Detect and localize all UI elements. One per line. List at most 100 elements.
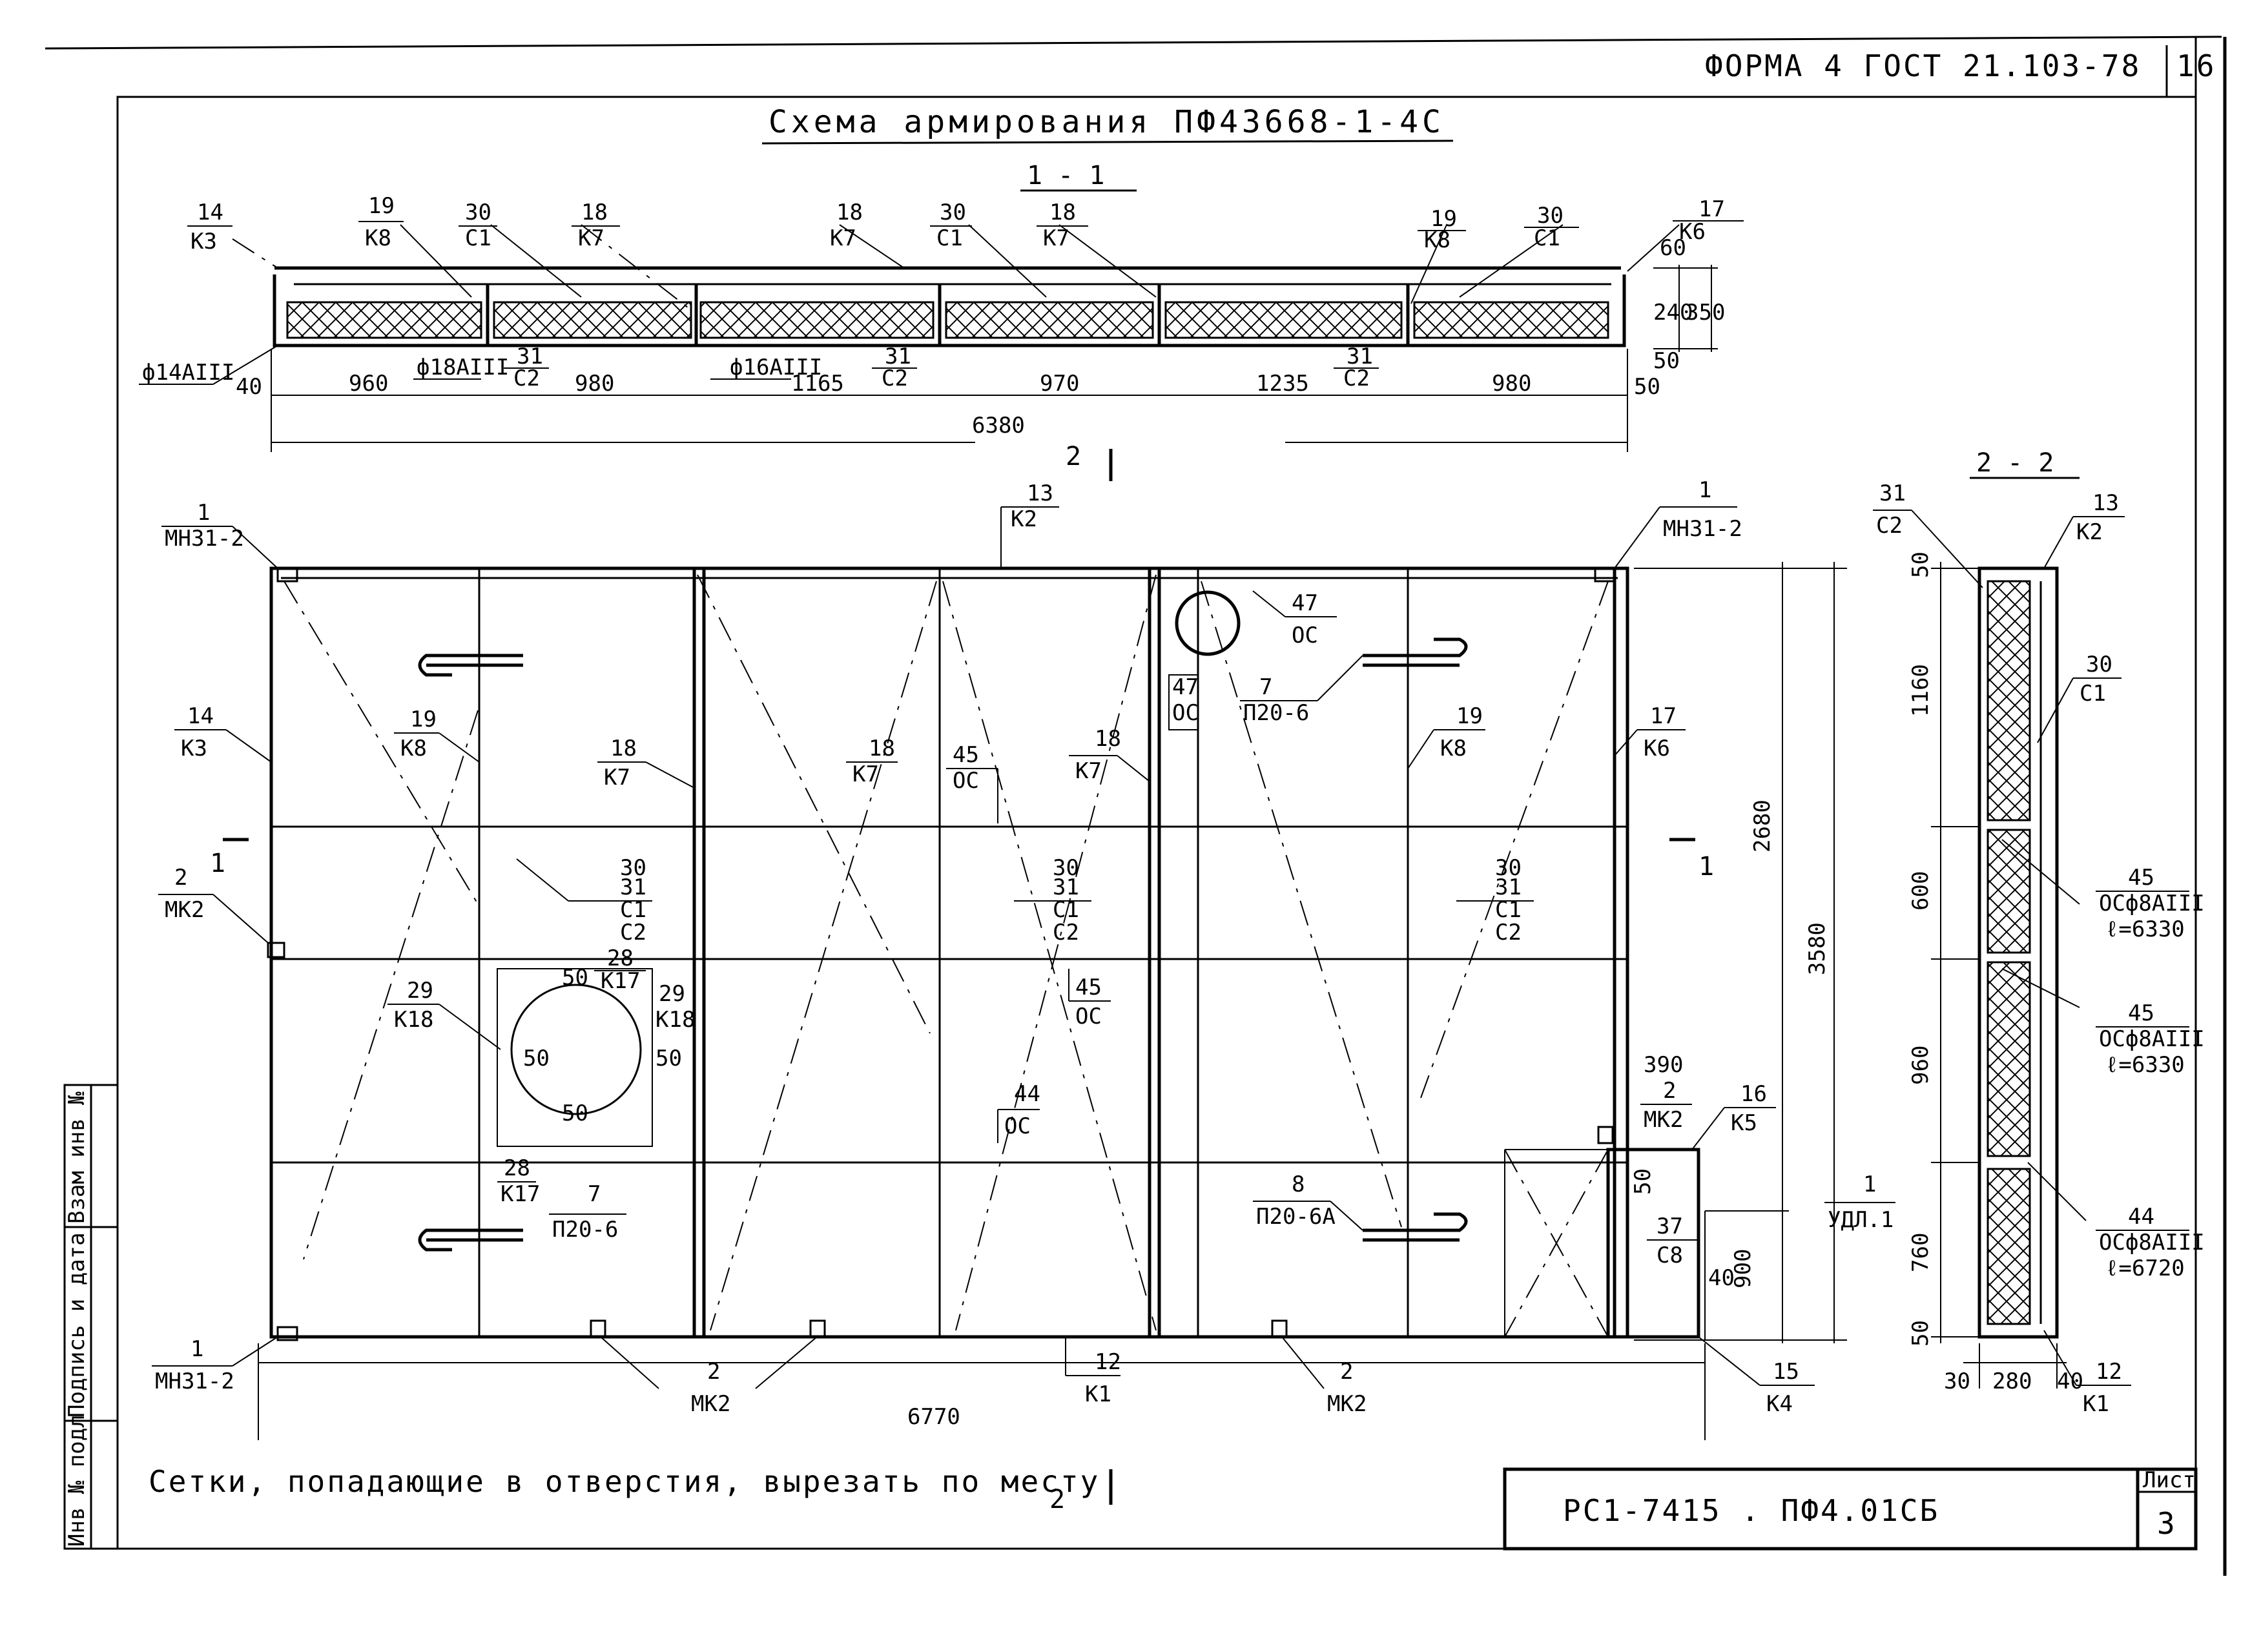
svg-text:19: 19	[1456, 703, 1483, 729]
svg-text:ОС: ОС	[953, 768, 979, 794]
svg-text:50: 50	[562, 1100, 588, 1126]
plan-cut-marks: 2 2 1 1	[210, 442, 1714, 1514]
svg-text:44: 44	[1014, 1081, 1040, 1107]
svg-text:ОС: ОС	[1292, 623, 1318, 648]
svg-text:28: 28	[504, 1155, 530, 1181]
svg-text:1165: 1165	[791, 371, 844, 397]
svg-text:К2: К2	[1011, 506, 1037, 532]
svg-text:К7: К7	[604, 765, 630, 790]
svg-text:С2: С2	[882, 366, 908, 391]
svg-text:К7: К7	[578, 225, 604, 251]
svg-text:К7: К7	[852, 761, 879, 787]
svg-text:50: 50	[1653, 348, 1680, 374]
svg-text:С2: С2	[1343, 366, 1370, 391]
svg-text:350: 350	[1686, 300, 1725, 325]
svg-text:МН31-2: МН31-2	[1663, 516, 1742, 542]
svg-text:18: 18	[1095, 726, 1121, 752]
svg-text:30: 30	[1537, 203, 1564, 229]
svg-text:К17: К17	[601, 968, 640, 994]
svg-text:Взам инв №: Взам инв №	[64, 1091, 90, 1224]
svg-text:ОСф8АIII: ОСф8АIII	[2099, 891, 2205, 916]
svg-text:31: 31	[517, 344, 543, 369]
svg-text:47: 47	[1172, 674, 1199, 700]
svg-text:30: 30	[940, 200, 966, 225]
svg-text:К3: К3	[191, 229, 217, 254]
svg-text:18: 18	[1049, 200, 1076, 225]
svg-text:К8: К8	[400, 736, 427, 761]
section-2-callouts: 31 С2 13 К2 30 С1 12 К1	[1873, 480, 2131, 1417]
svg-text:ОС: ОС	[1172, 700, 1199, 726]
svg-text:П20-6А: П20-6А	[1256, 1204, 1336, 1230]
svg-text:1235: 1235	[1256, 371, 1309, 397]
svg-text:1160: 1160	[1908, 664, 1934, 717]
svg-text:С2: С2	[1053, 920, 1079, 945]
svg-text:МН31-2: МН31-2	[165, 526, 244, 552]
svg-text:С2: С2	[513, 366, 540, 391]
svg-text:МК2: МК2	[1644, 1107, 1683, 1133]
svg-text:45: 45	[953, 742, 979, 768]
svg-text:18: 18	[836, 200, 863, 225]
svg-text:900: 900	[1730, 1249, 1756, 1288]
svg-text:13: 13	[1027, 480, 1053, 506]
svg-text:С1: С1	[465, 225, 491, 251]
svg-text:980: 980	[575, 371, 614, 397]
svg-text:2: 2	[1340, 1359, 1353, 1385]
section-2-dimensions: 50 1160 600 960 760 50 30 280 40	[1908, 552, 2083, 1394]
plan-dimensions: 2680 3580 390 50 900 40 6770	[907, 800, 1830, 1430]
svg-text:960: 960	[1908, 1046, 1934, 1085]
svg-text:13: 13	[2092, 490, 2119, 516]
svg-text:7: 7	[1259, 674, 1272, 700]
page-number: 16	[2176, 48, 2216, 83]
svg-text:31: 31	[1347, 344, 1373, 369]
svg-text:1: 1	[191, 1336, 203, 1362]
drawing-title: Схема армирования ПФ43668-1-4С	[769, 104, 1445, 140]
svg-text:2: 2	[1066, 442, 1081, 471]
svg-text:50: 50	[1908, 552, 1934, 578]
svg-text:К18: К18	[394, 1007, 433, 1033]
svg-text:37: 37	[1657, 1213, 1683, 1239]
svg-text:ф16АIII: ф16АIII	[730, 355, 822, 380]
svg-text:31: 31	[1053, 874, 1079, 900]
section-1-dimensions: 40 960 980 1165 970 1235 980 50 6380 60 …	[236, 235, 1725, 439]
svg-text:2: 2	[174, 865, 187, 891]
svg-text:1: 1	[210, 849, 225, 878]
svg-text:15: 15	[1773, 1359, 1799, 1385]
svg-text:16: 16	[1740, 1081, 1767, 1107]
svg-text:1: 1	[1698, 852, 1714, 882]
svg-text:П20-6: П20-6	[1243, 700, 1309, 726]
svg-text:14: 14	[197, 200, 223, 225]
section-1-sub-callouts: 31 С2 31 С2 31 С2	[504, 344, 1379, 391]
svg-text:19: 19	[1430, 206, 1457, 232]
svg-text:30: 30	[1944, 1368, 1970, 1394]
svg-text:30: 30	[620, 855, 646, 881]
svg-text:2: 2	[1049, 1485, 1065, 1514]
svg-text:12: 12	[1095, 1349, 1121, 1375]
svg-text:К3: К3	[181, 736, 207, 761]
drawing-code: РС1-7415 . ПФ4.01СБ	[1563, 1493, 1939, 1528]
svg-text:МК2: МК2	[165, 897, 204, 923]
note-text: Сетки, попадающие в отверстия, вырезать …	[149, 1464, 1100, 1499]
plan-overall-dim: 6770	[907, 1404, 960, 1430]
svg-text:К6: К6	[1644, 736, 1670, 761]
section-2-2	[1931, 562, 2087, 1389]
svg-text:19: 19	[368, 193, 395, 219]
svg-text:29: 29	[659, 981, 685, 1007]
svg-text:7: 7	[588, 1181, 601, 1207]
svg-text:8: 8	[1292, 1172, 1305, 1197]
svg-text:14: 14	[187, 703, 214, 729]
svg-text:29: 29	[407, 978, 433, 1004]
svg-text:1: 1	[1863, 1172, 1876, 1197]
svg-text:980: 980	[1492, 371, 1531, 397]
svg-text:50: 50	[1630, 1168, 1656, 1195]
svg-text:К7: К7	[1043, 225, 1069, 251]
svg-text:П20-6: П20-6	[552, 1217, 618, 1243]
section-1-title: 1 - 1	[1027, 161, 1104, 191]
svg-text:31: 31	[620, 874, 646, 900]
svg-text:1: 1	[1698, 477, 1711, 503]
svg-text:50: 50	[656, 1046, 682, 1071]
svg-text:ОС: ОС	[1075, 1004, 1102, 1029]
svg-text:С2: С2	[1876, 513, 1903, 539]
svg-text:ОСф8АIII: ОСф8АIII	[2099, 1230, 2205, 1255]
svg-text:28: 28	[607, 945, 634, 971]
svg-text:ОС: ОС	[1004, 1113, 1031, 1139]
